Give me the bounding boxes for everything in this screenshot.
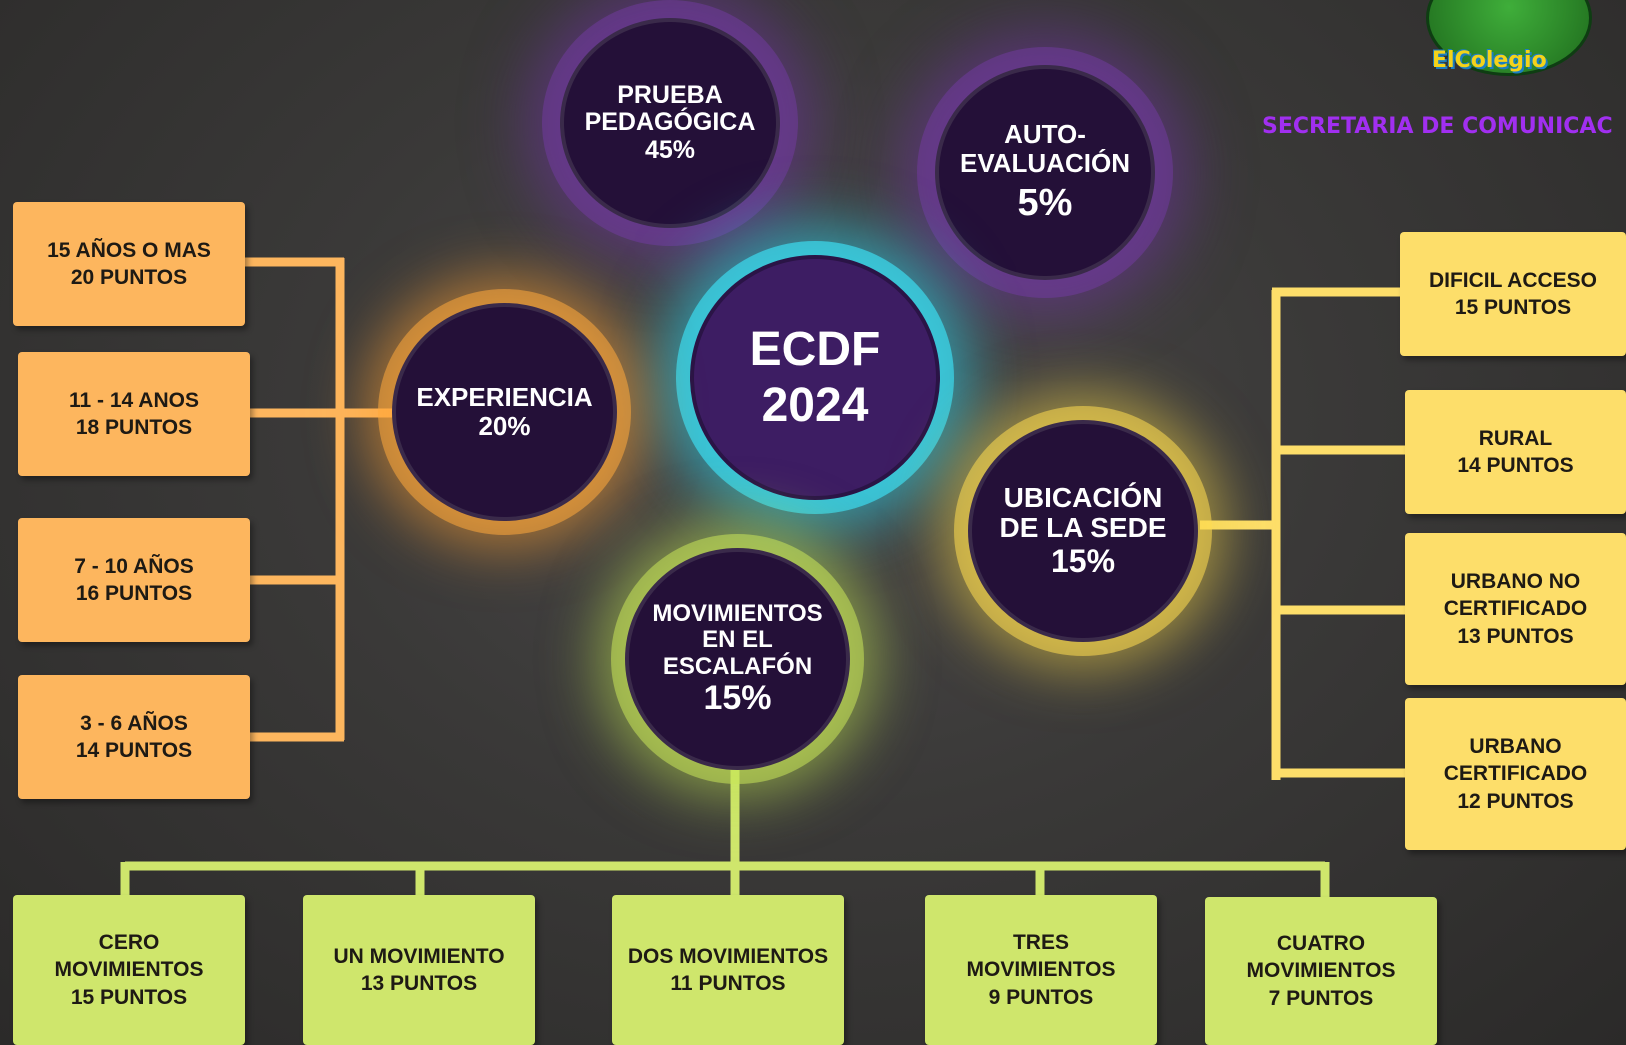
item-label: CUATRO (1276, 932, 1366, 956)
node-movimientos: MOVIMIENTOS EN EL ESCALAFÓN 15% (625, 548, 850, 770)
node-ubicacion-line2: DE LA SEDE (999, 512, 1167, 544)
experiencia-connectors (245, 257, 395, 742)
item-label: RURAL (1478, 426, 1553, 450)
item-points: 14 PUNTOS (75, 739, 193, 762)
node-movimientos-line1: MOVIMIENTOS (652, 599, 823, 627)
node-autoevaluacion: AUTO- EVALUACIÓN 5% (935, 65, 1155, 280)
item-points: 14 PUNTOS (1457, 454, 1574, 477)
item-label-2: MOVIMIENTOS (54, 958, 204, 982)
item-points: 15 PUNTOS (70, 985, 188, 1009)
node-prueba-line2: PEDAGÓGICA (584, 108, 756, 137)
node-experiencia-pct: 20% (478, 411, 531, 441)
center-year: 2024 (761, 378, 869, 432)
item-label: DOS MOVIMIENTOS (627, 944, 829, 968)
item-points: 9 PUNTOS (988, 985, 1094, 1009)
item-label: 7 - 10 AÑOS (74, 554, 194, 578)
item-points: 15 PUNTOS (1454, 296, 1572, 319)
item-label: CERO (98, 931, 160, 955)
node-auto-line1: AUTO- (1004, 119, 1086, 149)
ubicacion-item: URBANO CERTIFICADO 12 PUNTOS (1405, 698, 1626, 850)
center-title: ECDF (749, 323, 881, 377)
ubicacion-item: URBANO NO CERTIFICADO 13 PUNTOS (1405, 533, 1626, 685)
item-label-2: CERTIFICADO (1443, 762, 1588, 786)
item-points: 18 PUNTOS (75, 416, 193, 439)
item-label: TRES (1012, 931, 1069, 955)
item-label: URBANO (1469, 735, 1562, 759)
node-prueba-pct: 45% (644, 135, 696, 164)
node-ubicacion-pct: 15% (1050, 543, 1116, 580)
item-label: DIFICIL ACCESO (1428, 268, 1597, 292)
node-experiencia: EXPERIENCIA 20% (392, 303, 617, 521)
movimientos-item: DOS MOVIMIENTOS 11 PUNTOS (612, 895, 844, 1045)
el-colegio-logo: ElColegio (1420, 0, 1596, 80)
node-prueba-pedagogica: PRUEBA PEDAGÓGICA 45% (560, 18, 780, 228)
item-label-2: MOVIMIENTOS (1246, 959, 1396, 983)
node-auto-line2: EVALUACIÓN (960, 147, 1130, 178)
movimientos-connectors (120, 760, 1330, 900)
movimientos-item: CUATRO MOVIMIENTOS 7 PUNTOS (1205, 897, 1437, 1045)
experiencia-item: 7 - 10 AÑOS 16 PUNTOS (18, 518, 250, 642)
item-label-2: MOVIMIENTOS (966, 958, 1116, 982)
node-movimientos-line2: EN EL (702, 626, 773, 654)
movimientos-item: CERO MOVIMIENTOS 15 PUNTOS (13, 895, 245, 1045)
item-points: 12 PUNTOS (1457, 789, 1574, 813)
ubicacion-item: RURAL 14 PUNTOS (1405, 390, 1626, 514)
node-auto-pct: 5% (1017, 182, 1073, 225)
logo-subtitle: SECRETARIA DE COMUNICAC (1262, 114, 1613, 139)
node-ubicacion: UBICACIÓN DE LA SEDE 15% (968, 420, 1198, 642)
ubicacion-item: DIFICIL ACCESO 15 PUNTOS (1400, 232, 1626, 356)
logo-text: ElColegio (1432, 48, 1547, 73)
item-label: 15 AÑOS O MAS (47, 238, 211, 262)
node-experiencia-line1: EXPERIENCIA (416, 382, 593, 413)
node-movimientos-line3: ESCALAFÓN (662, 652, 813, 680)
item-points: 20 PUNTOS (70, 266, 188, 289)
node-ubicacion-line1: UBICACIÓN (1003, 481, 1163, 513)
node-center-ecdf: ECDF 2024 (690, 255, 940, 500)
experiencia-item: 15 AÑOS O MAS 20 PUNTOS (13, 202, 245, 326)
item-points: 11 PUNTOS (670, 972, 786, 995)
item-label: UN MOVIMIENTO (333, 944, 505, 968)
item-label: 3 - 6 AÑOS (80, 711, 188, 735)
movimientos-item: UN MOVIMIENTO 13 PUNTOS (303, 895, 535, 1045)
movimientos-item: TRES MOVIMIENTOS 9 PUNTOS (925, 895, 1157, 1045)
item-points: 13 PUNTOS (360, 972, 478, 995)
item-points: 7 PUNTOS (1268, 986, 1374, 1010)
item-points: 16 PUNTOS (75, 582, 193, 605)
item-label: URBANO NO (1450, 570, 1581, 594)
node-prueba-line1: PRUEBA (617, 80, 723, 109)
experiencia-item: 11 - 14 ANOS 18 PUNTOS (18, 352, 250, 476)
experiencia-item: 3 - 6 AÑOS 14 PUNTOS (18, 675, 250, 799)
item-points: 13 PUNTOS (1457, 624, 1574, 648)
node-movimientos-pct: 15% (703, 678, 772, 717)
item-label-2: CERTIFICADO (1443, 597, 1588, 621)
ubicacion-connectors (1200, 287, 1406, 780)
item-label: 11 - 14 ANOS (69, 388, 199, 412)
